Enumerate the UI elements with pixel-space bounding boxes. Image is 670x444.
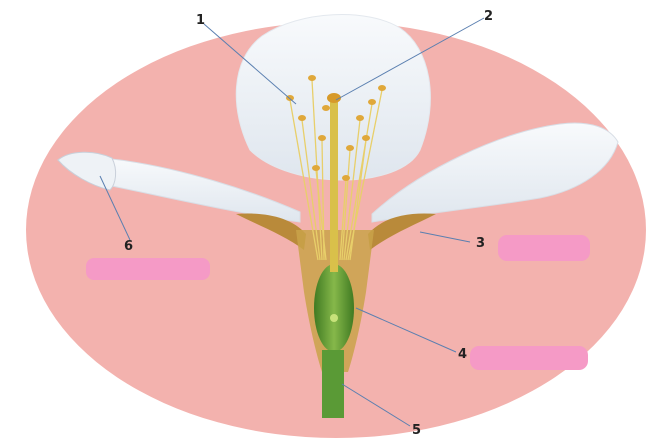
label-5: 5	[412, 423, 421, 438]
label-2: 2	[484, 9, 493, 24]
label-6: 6	[124, 239, 133, 254]
ovary	[314, 264, 354, 352]
answer-box-right-upper[interactable]	[498, 235, 590, 261]
answer-box-left[interactable]	[86, 258, 210, 280]
flower-stalk	[322, 350, 344, 418]
answer-box-right-lower[interactable]	[470, 346, 588, 370]
ovule	[330, 314, 338, 322]
label-4: 4	[458, 347, 467, 362]
pistil-style	[330, 100, 338, 272]
label-1: 1	[196, 13, 205, 28]
label-3: 3	[476, 236, 485, 251]
